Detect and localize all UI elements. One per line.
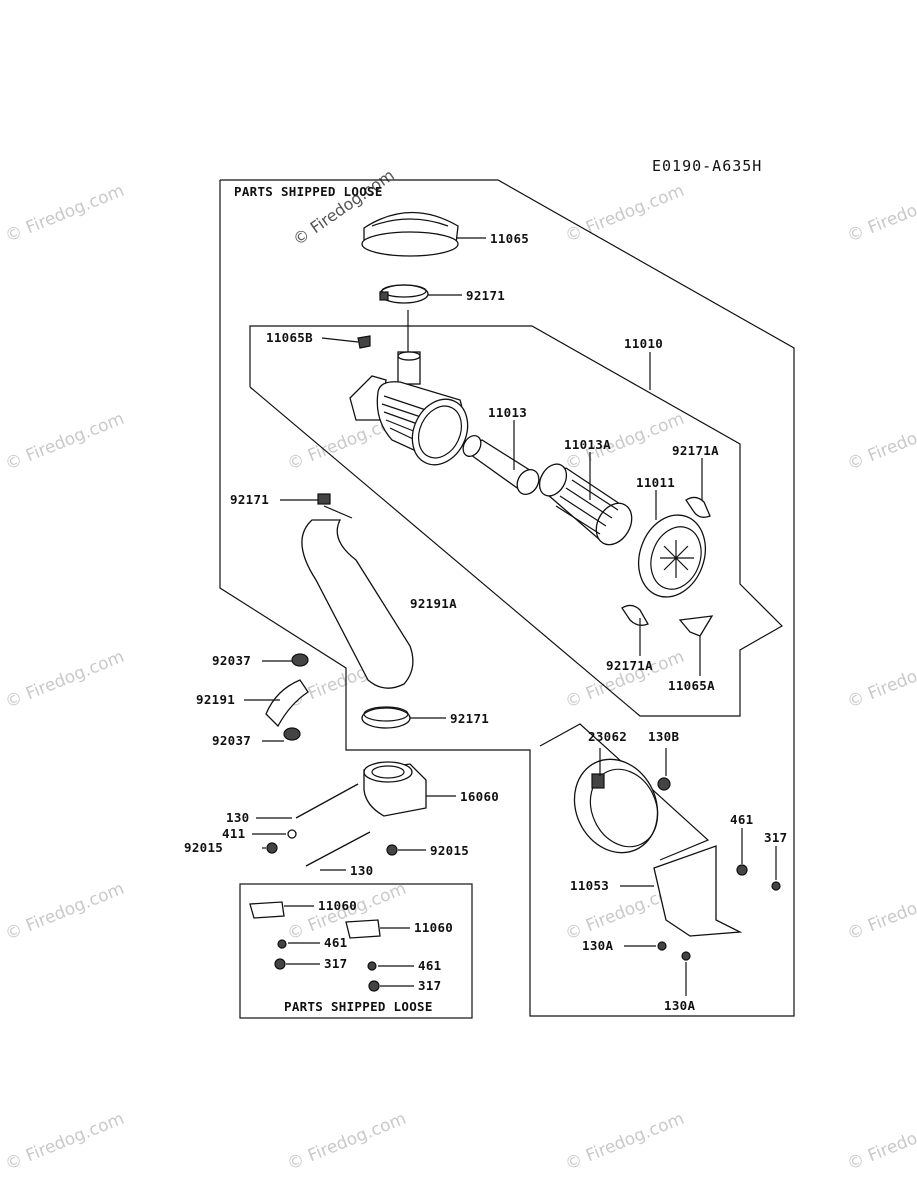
callout: 92171A [672,443,719,458]
callout: 23062 [588,729,627,744]
watermark: © Firedog.com [844,879,917,945]
shipped-loose-label-top: PARTS SHIPPED LOOSE [234,184,383,199]
bolt-130b [657,777,671,791]
watermark: © Firedog.com [562,181,687,247]
shroud-23062 [573,758,659,854]
air-cleaner-housing [349,351,469,466]
callout: 130A [582,938,613,953]
callout: 317 [324,956,347,971]
nut-461-left [277,939,287,949]
watermark: © Firedog.com [2,1109,127,1175]
callout: 92171 [450,711,489,726]
throttle-body-16060 [363,761,427,817]
bolt-130-lower [305,831,371,867]
element-11013a [538,463,633,546]
callout-labels: 11065 92171 11065B 11010 11013 11013A 92… [184,231,787,1013]
leader-lines [244,237,777,996]
nut-92015-left [266,842,278,854]
shipped-loose-box [239,883,473,1019]
callout: 92171A [606,658,653,673]
watermark: © Firedog.com [2,647,127,713]
clamp-92171-top [379,284,429,304]
clip-92171a-bottom [621,604,649,626]
watermark-layer: © Firedog.com © Firedog.com © Firedog.co… [2,165,917,1174]
callout: 11010 [624,336,663,351]
callout: 130 [226,810,249,825]
clip-92171a-top [685,496,711,518]
assembly-boundary [219,179,795,1017]
callout: 11053 [570,878,609,893]
callout: 92037 [212,733,251,748]
bolt-130a-left [657,941,667,951]
clamp-92171-mid [361,706,411,729]
nut-92015-right [386,844,398,856]
callout: 317 [764,830,787,845]
washer-411 [287,829,297,839]
watermark: © Firedog.com [844,181,917,247]
watermark: © Firedog.com [2,409,127,475]
nut-461 [736,864,748,876]
nut-461-right [367,961,377,971]
callout: 92171 [466,288,505,303]
callout: 11065 [490,231,529,246]
callout: 461 [730,812,753,827]
callout: 92015 [184,840,223,855]
watermark: © Firedog.com [562,1109,687,1175]
callout: 461 [418,958,441,973]
bolt-130a-right [681,951,691,961]
nut-317 [771,881,781,891]
hose-92191a [301,493,414,689]
callout: 92037 [212,653,251,668]
callout: 411 [222,826,245,841]
cap-11065 [361,211,459,257]
gasket-11060-left [249,901,285,919]
callout: 11065B [266,330,313,345]
watermark: © Firedog.com [2,181,127,247]
callout: 130B [648,729,679,744]
watermark: © Firedog.com [844,1109,917,1175]
filter-11013 [462,435,540,495]
callout: 11065A [668,678,715,693]
callout: 317 [418,978,441,993]
callout: 92171 [230,492,269,507]
clamp-92037-bottom [283,727,301,741]
hose-92191 [265,679,309,728]
nut-317-right [368,980,380,992]
callout: 11011 [636,475,675,490]
callout: 92015 [430,843,469,858]
clamp-92037-top [291,653,309,667]
nut-317-left [274,958,286,970]
callout: 92191A [410,596,457,611]
watermark: © Firedog.com [844,409,917,475]
watermark: © Firedog.com [2,879,127,945]
callout: 11060 [414,920,453,935]
gasket-11060-right [345,919,381,939]
valve-11065b [357,335,371,349]
callout: 11013 [488,405,527,420]
callout: 11060 [318,898,357,913]
bracket-11053 [653,845,743,937]
valve-11065a [678,615,714,637]
callout: 461 [324,935,347,950]
air-cleaner-boundary [249,325,783,717]
callout: 11013A [564,437,611,452]
reference-code: E0190-A635H [652,157,762,175]
callout: 92191 [196,692,235,707]
bolt-130-upper [295,783,359,819]
watermark: © Firedog.com [844,647,917,713]
callout: 130 [350,863,373,878]
shipped-loose-label-bottom: PARTS SHIPPED LOOSE [284,999,433,1014]
cover-11011 [638,514,706,598]
callout: 16060 [460,789,499,804]
watermark: © Firedog.com [284,1109,409,1175]
callout: 130A [664,998,695,1013]
